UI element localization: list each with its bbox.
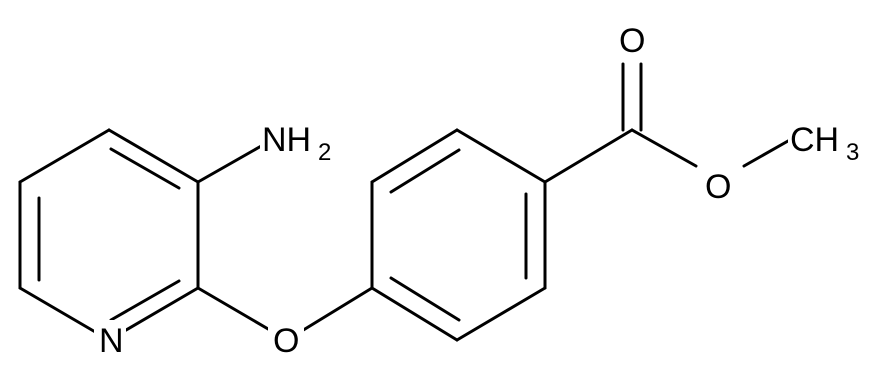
bond-c6-c5 [18, 128, 111, 184]
bond-double-inner-left [389, 148, 461, 194]
bond-amine [196, 143, 265, 184]
bond-double-inner-bottom [389, 276, 461, 322]
bond-b6-b1 [370, 286, 459, 342]
bond-b3-b4 [455, 128, 547, 184]
carbonyl-oxygen-text: O [619, 22, 645, 60]
methyl-label: CH 3 [788, 118, 872, 166]
bond-b5-b6 [455, 286, 547, 342]
ester-oxygen-text: O [705, 168, 731, 206]
bond-ester-oxygen-methyl [742, 139, 790, 168]
ring-nitrogen-label: N [94, 320, 126, 360]
amine-subscript: 2 [318, 139, 331, 166]
benzene-ring [370, 128, 547, 342]
bond-carbonyl-ester-oxygen [630, 128, 698, 168]
amine-main-text: NH [262, 121, 311, 159]
ester-oxygen-label: O [700, 166, 736, 206]
ring-nitrogen-text: N [99, 322, 124, 360]
methyl-main-text: CH [790, 121, 839, 159]
bond-c5-c4 [107, 128, 200, 184]
carbonyl-oxygen-label: O [614, 20, 650, 60]
ether-oxygen-text: O [273, 322, 299, 360]
ether-oxygen-label: O [268, 320, 304, 360]
bond-double-inner-bottom [109, 279, 181, 322]
bond-b2-b3 [370, 128, 459, 184]
pyridine-ring [18, 128, 200, 342]
bond-ring-carbonyl [543, 128, 634, 184]
bond-double-inner-top [109, 147, 181, 190]
methyl-subscript: 3 [846, 139, 859, 166]
amine-label: NH 2 [260, 118, 344, 166]
